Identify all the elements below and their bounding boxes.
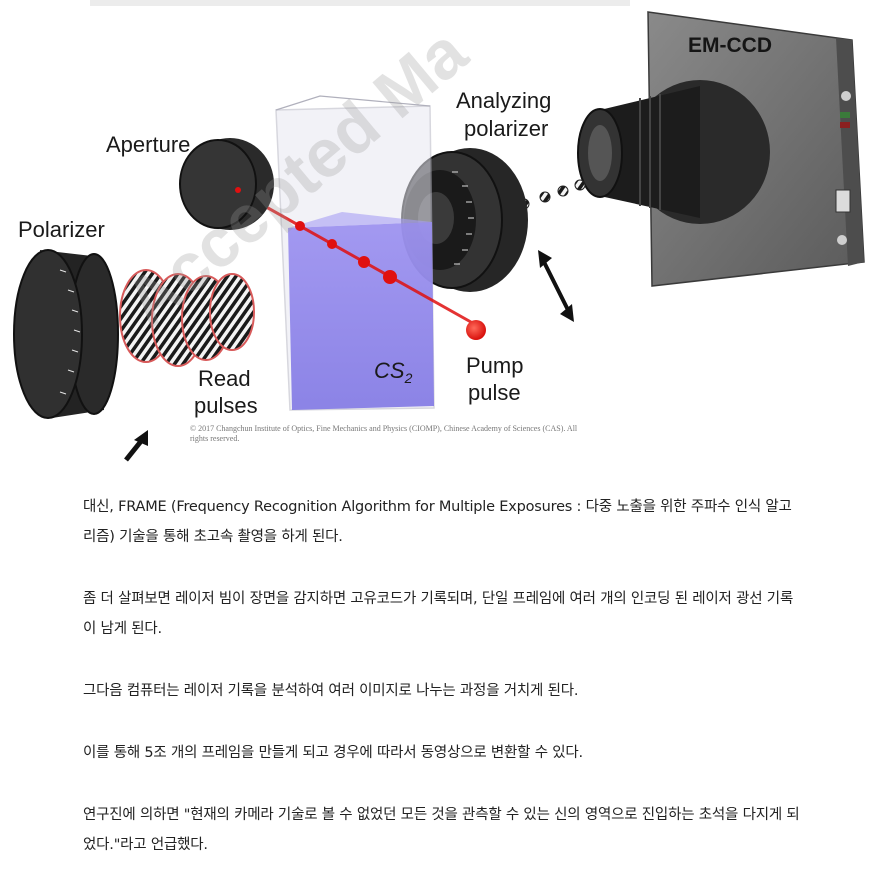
analyzing-polarizer-label-line2: polarizer [464, 116, 548, 141]
article-paragraph: 연구진에 의하면 "현재의 카메라 기술로 볼 수 없었던 모든 것을 관측할 … [83, 807, 800, 853]
read-pulse-plates [119, 269, 255, 367]
polarizer-label: Polarizer [18, 217, 105, 242]
aperture [179, 138, 274, 230]
copyright-line2: rights reserved. [190, 434, 239, 443]
camera-brand-label: EM-CCD [688, 34, 772, 57]
article-paragraph: 이를 통해 5조 개의 프레임을 만들게 되고 경우에 따라서 동영상으로 변환… [83, 745, 583, 761]
read-pulses-label-line1: Read [198, 366, 251, 391]
article-paragraph: 그다음 컴퓨터는 레이저 기록을 분석하여 여러 이미지로 나누는 과정을 거치… [83, 683, 579, 699]
top-band [90, 0, 630, 6]
em-ccd-camera [577, 11, 865, 287]
medium-label: CS2 [374, 358, 413, 386]
rotation-arrow-polarizer [124, 430, 148, 462]
analyzing-polarizer-label-line1: Analyzing [456, 88, 551, 113]
experiment-figure: EM-CCD CS2 [13, 0, 865, 462]
setup-diagram: EM-CCD CS2 [13, 0, 865, 462]
pump-pulse-label-line2: pulse [468, 380, 521, 405]
pump-pulse-spot [466, 320, 486, 340]
aperture-label: Aperture [106, 132, 190, 157]
article-paragraph: 좀 더 살펴보면 레이저 빔이 장면을 감지하면 고유코드가 기록되며, 단일 … [83, 591, 794, 637]
read-pulses-label-line2: pulses [194, 393, 258, 418]
article-paragraph: 대신, FRAME (Frequency Recognition Algorit… [83, 499, 792, 545]
polarizer [13, 249, 119, 419]
output-pulses [518, 179, 586, 210]
article-body: 대신, FRAME (Frequency Recognition Algorit… [83, 492, 803, 892]
copyright-line1: © 2017 Changchun Institute of Optics, Fi… [190, 424, 578, 433]
rotation-arrow-analyzer [538, 250, 574, 322]
laser-beam [235, 188, 479, 328]
pump-pulse-label-line1: Pump [466, 353, 523, 378]
